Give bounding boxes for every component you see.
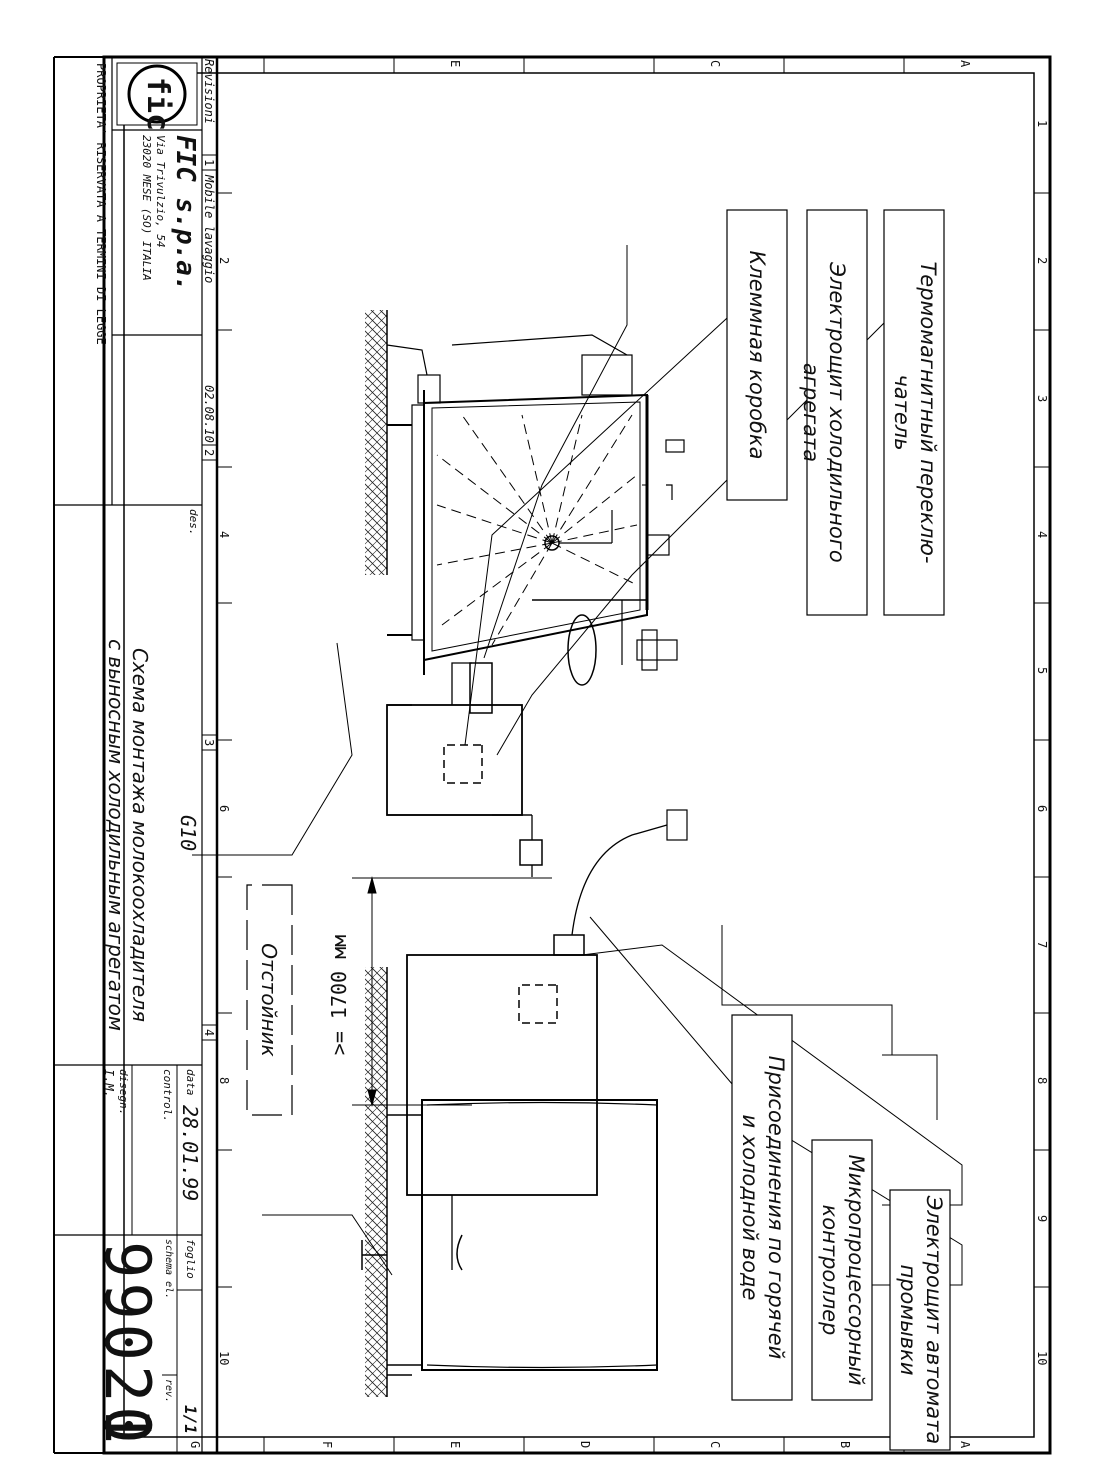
sheet-value: 1/1	[181, 1405, 200, 1434]
floor-right	[365, 967, 387, 1397]
unit-panel-label: Электрощит холодильного агрегата	[799, 262, 849, 563]
date-label: data	[184, 1069, 197, 1096]
revision-number: 1	[91, 1407, 164, 1445]
refrigeration-unit	[386, 662, 543, 877]
grid-col-3: 3	[1035, 395, 1049, 403]
control-label: control.	[161, 1069, 174, 1122]
grid-row-a: A	[958, 1441, 972, 1449]
grid-col-4: 4	[1035, 531, 1049, 539]
model-label: G10	[176, 815, 200, 852]
breaker-label: Термомагнитный переклю-чатель	[890, 261, 940, 564]
outer-frame	[102, 55, 1052, 1455]
grid-col-7: 7	[1035, 941, 1049, 949]
grid-col-2: 2	[1035, 257, 1049, 265]
company-name: FIC s.p.a.	[170, 135, 200, 292]
revision-1-num: 1	[202, 159, 216, 167]
disegn-label: disegn.	[117, 1069, 130, 1116]
grid-col-6: 6	[1035, 805, 1049, 813]
grid-col-6-bottom: 6	[217, 805, 231, 813]
dimension-1700	[352, 876, 552, 1107]
grid-col-2-bottom: 2	[217, 257, 231, 265]
grid-row-b: B	[838, 1441, 852, 1449]
grid-row-e: E	[448, 1441, 462, 1449]
grid-row-g: G	[188, 1441, 202, 1449]
grid-row-a-left: A	[958, 60, 972, 68]
revision-strip-lines	[202, 154, 217, 1041]
grid-col-1: 1	[1035, 120, 1049, 128]
rev-label: rev.	[163, 1379, 174, 1404]
inner-frame	[123, 72, 1035, 1438]
settler-label: Отстойник	[257, 943, 281, 1057]
grid-row-c-left: C	[708, 60, 722, 68]
grid-col-8: 8	[1035, 1077, 1049, 1085]
label-boxes	[246, 209, 951, 1451]
address-line2: 23020 MESE (SO) ITALIA	[140, 135, 153, 281]
schema-label: schema el.	[163, 1239, 174, 1300]
revision-2-text: 02.08.10	[202, 385, 216, 443]
revision-3-num: 3	[202, 739, 216, 747]
address-line1: Via Trivulzio, 54	[154, 135, 167, 248]
grid-col-8-bottom: 8	[217, 1077, 231, 1085]
revision-2-num: 2	[202, 449, 216, 457]
revision-1-text: Mobile lavaggio	[202, 175, 216, 284]
grid-row-f: F	[320, 1441, 334, 1449]
grid-col-5: 5	[1035, 667, 1049, 675]
terminal-box-label: Клеммная коробка	[745, 250, 769, 460]
grid-row-d: D	[578, 1441, 592, 1449]
floor-left	[365, 310, 387, 575]
logo-text: fic	[140, 77, 175, 132]
fic-logo	[116, 62, 198, 126]
revisions-label: Revisioni	[202, 59, 216, 125]
grid-col-10: 10	[1035, 1351, 1049, 1366]
grid-ticks	[217, 57, 1050, 1453]
milk-tank	[386, 334, 685, 714]
date-value: 28.01.99	[178, 1105, 202, 1202]
washer-tank	[361, 809, 688, 1376]
drawing-svg	[53, 55, 1052, 1455]
grid-row-c: C	[708, 1441, 722, 1449]
grid-col-9: 9	[1035, 1215, 1049, 1223]
grid-col-4-bottom: 4	[217, 531, 231, 539]
sheet-label: foglio	[184, 1239, 197, 1279]
property-note: PROPRIETA' RISERVATA A TERMINI DI LEGGE	[94, 63, 108, 345]
distance-label: >= 1700 мм	[327, 934, 351, 1056]
grid-col-10-bottom: 10	[217, 1351, 231, 1366]
disegn-value: I.M.	[102, 1069, 116, 1098]
grid-row-e-left: E	[448, 60, 462, 68]
des-label: des.	[187, 509, 200, 536]
revision-4-num: 4	[202, 1029, 216, 1037]
